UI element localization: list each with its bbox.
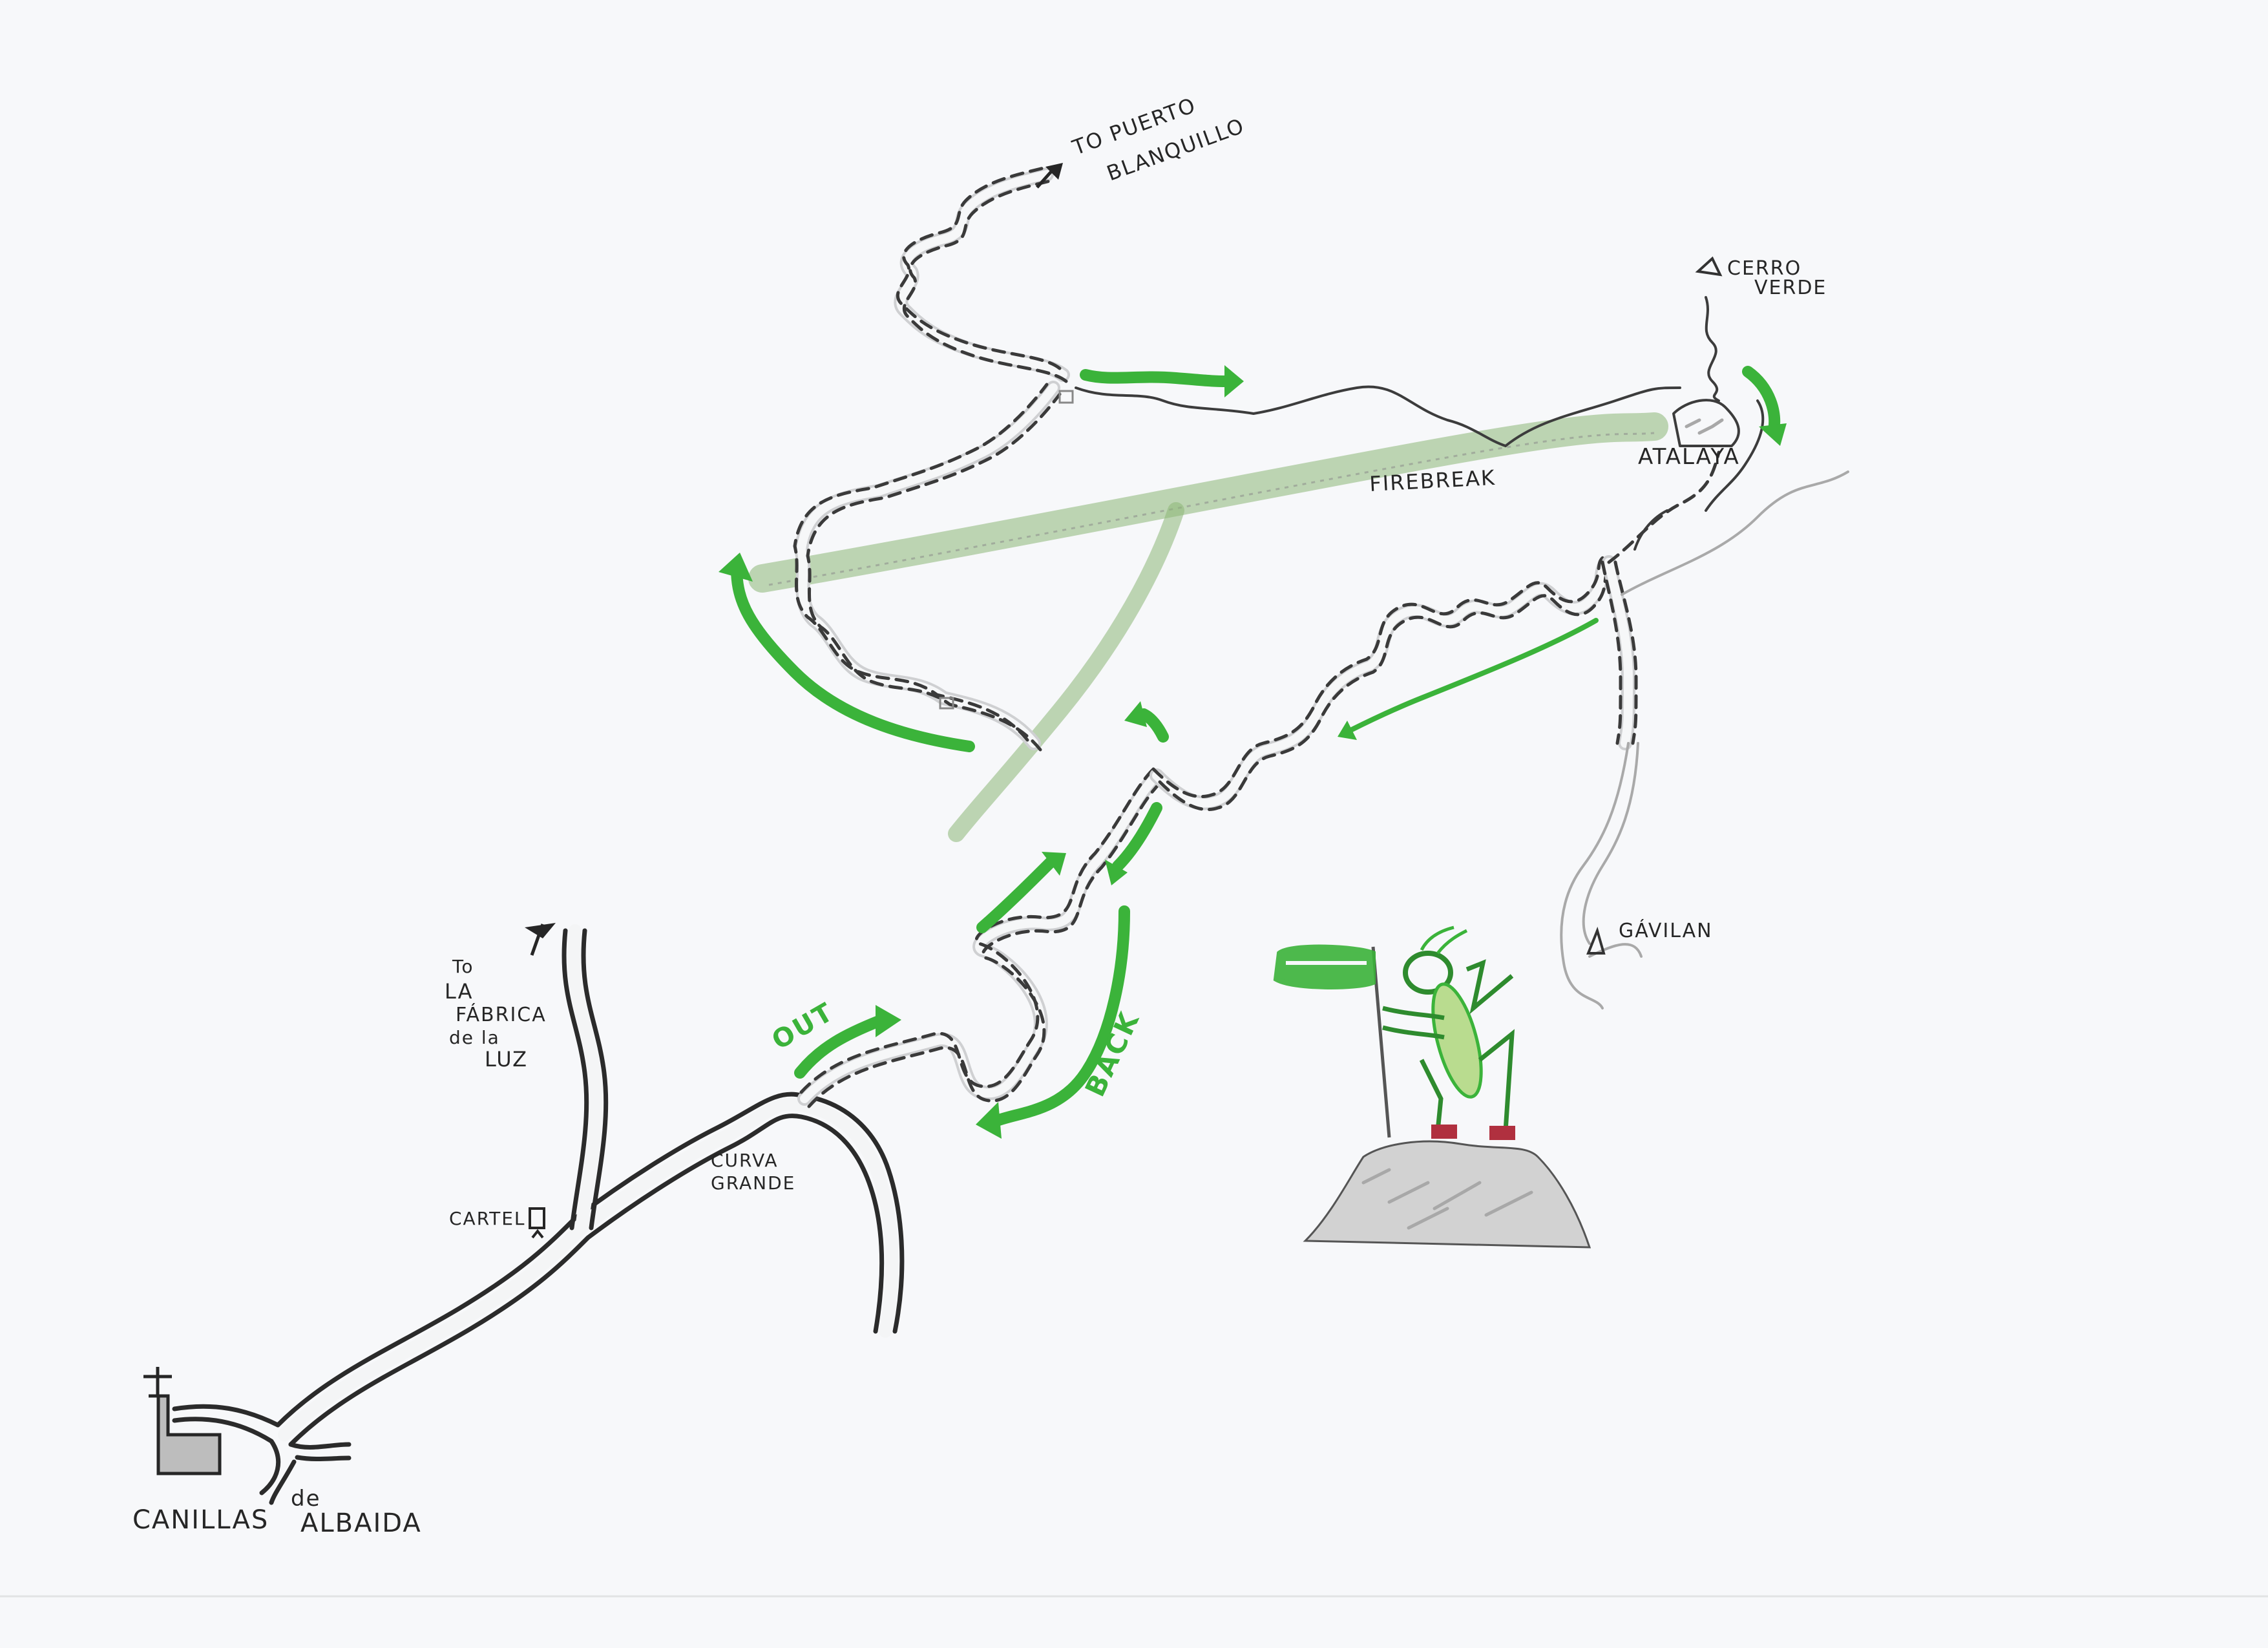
label-curva-grande-2: GRANDE bbox=[711, 1172, 795, 1194]
label-cartel: CARTEL bbox=[449, 1208, 526, 1229]
arrow-icon bbox=[1036, 163, 1063, 189]
dirt-tracks bbox=[793, 166, 1721, 1108]
label-de: de bbox=[291, 1486, 321, 1512]
track-atalaya-climb bbox=[1607, 450, 1721, 564]
atalaya-summit-rocks bbox=[1672, 399, 1740, 447]
signpost-pole bbox=[1371, 946, 1391, 1138]
label-cerro-verde: CERRO bbox=[1727, 257, 1801, 280]
waymark-square bbox=[1058, 390, 1074, 404]
paved-road bbox=[172, 924, 905, 1505]
triangle-peak-icon bbox=[1695, 256, 1723, 277]
arrow-out-3 bbox=[1124, 701, 1169, 743]
label-fabrica-luz: LUZ bbox=[485, 1047, 528, 1072]
arrow-atalaya-curve bbox=[1742, 366, 1787, 446]
church-cross-icon bbox=[143, 1367, 222, 1475]
arrow-out-1 bbox=[794, 1005, 901, 1079]
track-east-ridge bbox=[1150, 554, 1616, 812]
track-south-gavilan bbox=[1601, 555, 1638, 750]
label-fabrica-la: LA bbox=[445, 979, 473, 1004]
track-west-loop bbox=[793, 381, 1062, 752]
track-to-puerto-blanquillo bbox=[894, 166, 1070, 383]
track-main-ascent bbox=[797, 767, 1164, 1108]
signpost-board bbox=[1273, 944, 1376, 989]
signpost-icon bbox=[529, 1207, 545, 1239]
label-albaida: ALBAIDA bbox=[300, 1508, 422, 1538]
label-canillas: CANILLAS bbox=[132, 1505, 269, 1535]
firebreak-band bbox=[748, 412, 1668, 842]
label-fabrica-to: To bbox=[452, 956, 474, 977]
label-fabrica: FÁBRICA bbox=[456, 1003, 547, 1026]
arrow-loop-west bbox=[719, 553, 975, 752]
label-gavilan: GÁVILAN bbox=[1619, 919, 1713, 942]
label-fabrica-dela: de la bbox=[449, 1027, 500, 1048]
arrow-back-2 bbox=[976, 905, 1130, 1139]
arrow-out-2 bbox=[976, 852, 1066, 933]
ridge-lines bbox=[1075, 296, 1765, 551]
cricket-on-summit-illustration bbox=[1273, 925, 1591, 1249]
boot-left bbox=[1431, 1125, 1457, 1139]
waymark-square bbox=[939, 697, 954, 710]
label-atalaya: ATALAYA bbox=[1638, 444, 1740, 470]
arrow-back-1 bbox=[1105, 802, 1162, 885]
arrow-icon bbox=[525, 923, 556, 956]
boot-right bbox=[1489, 1126, 1515, 1140]
route-arrows bbox=[719, 365, 1787, 1139]
label-curva-grande: CURVA bbox=[711, 1150, 779, 1171]
label-cerro-verde-2: VERDE bbox=[1754, 277, 1827, 299]
arrow-east-return bbox=[1338, 618, 1599, 740]
arrow-north-junction bbox=[1080, 365, 1244, 397]
triangle-peak-icon bbox=[1586, 926, 1606, 955]
